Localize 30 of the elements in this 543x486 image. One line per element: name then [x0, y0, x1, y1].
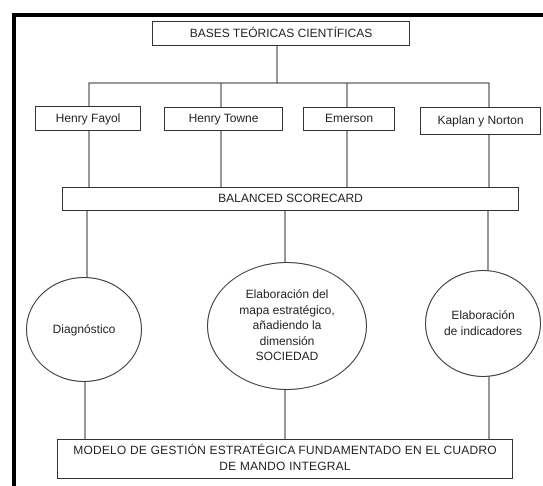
connector-line	[276, 46, 490, 108]
process-box	[57, 439, 513, 479]
node-label: Henry Fayol	[56, 110, 120, 126]
ellipse-node	[207, 262, 367, 390]
node-label: Elaboración del mapa estratégico, añadiendo la dimensión SOCIEDAD	[238, 287, 336, 365]
node-label: BALANCED SCORECARD	[218, 191, 363, 207]
process-box	[62, 187, 519, 211]
connector-line	[284, 210, 286, 263]
connector-line	[84, 382, 86, 440]
process-box	[420, 107, 541, 135]
connector-line	[488, 376, 490, 440]
process-box	[164, 107, 283, 131]
node-label: Diagnóstico	[52, 322, 116, 338]
node-label: Kaplan y Norton	[437, 113, 524, 129]
connector-line	[86, 210, 88, 278]
process-box	[35, 106, 141, 131]
node-label: Elaboración de indicadores	[443, 308, 523, 340]
ellipse-node	[26, 277, 142, 382]
connector-line	[284, 389, 286, 440]
process-box	[303, 107, 395, 131]
node-label: Henry Towne	[188, 111, 258, 127]
connector-line	[220, 130, 222, 188]
process-box	[152, 21, 410, 46]
connector-line	[488, 134, 490, 188]
ellipse-node	[425, 270, 541, 377]
connector-line	[346, 130, 348, 188]
node-label: MODELO DE GESTIÓN ESTRATÉGICA FUNDAMENTADO EN EL CUADRO DE MANDO INTEGRAL	[72, 443, 498, 475]
connector-line	[88, 130, 90, 188]
node-label: BASES TEÓRICAS CIENTÍFICAS	[190, 26, 372, 42]
node-label: Emerson	[324, 111, 374, 127]
